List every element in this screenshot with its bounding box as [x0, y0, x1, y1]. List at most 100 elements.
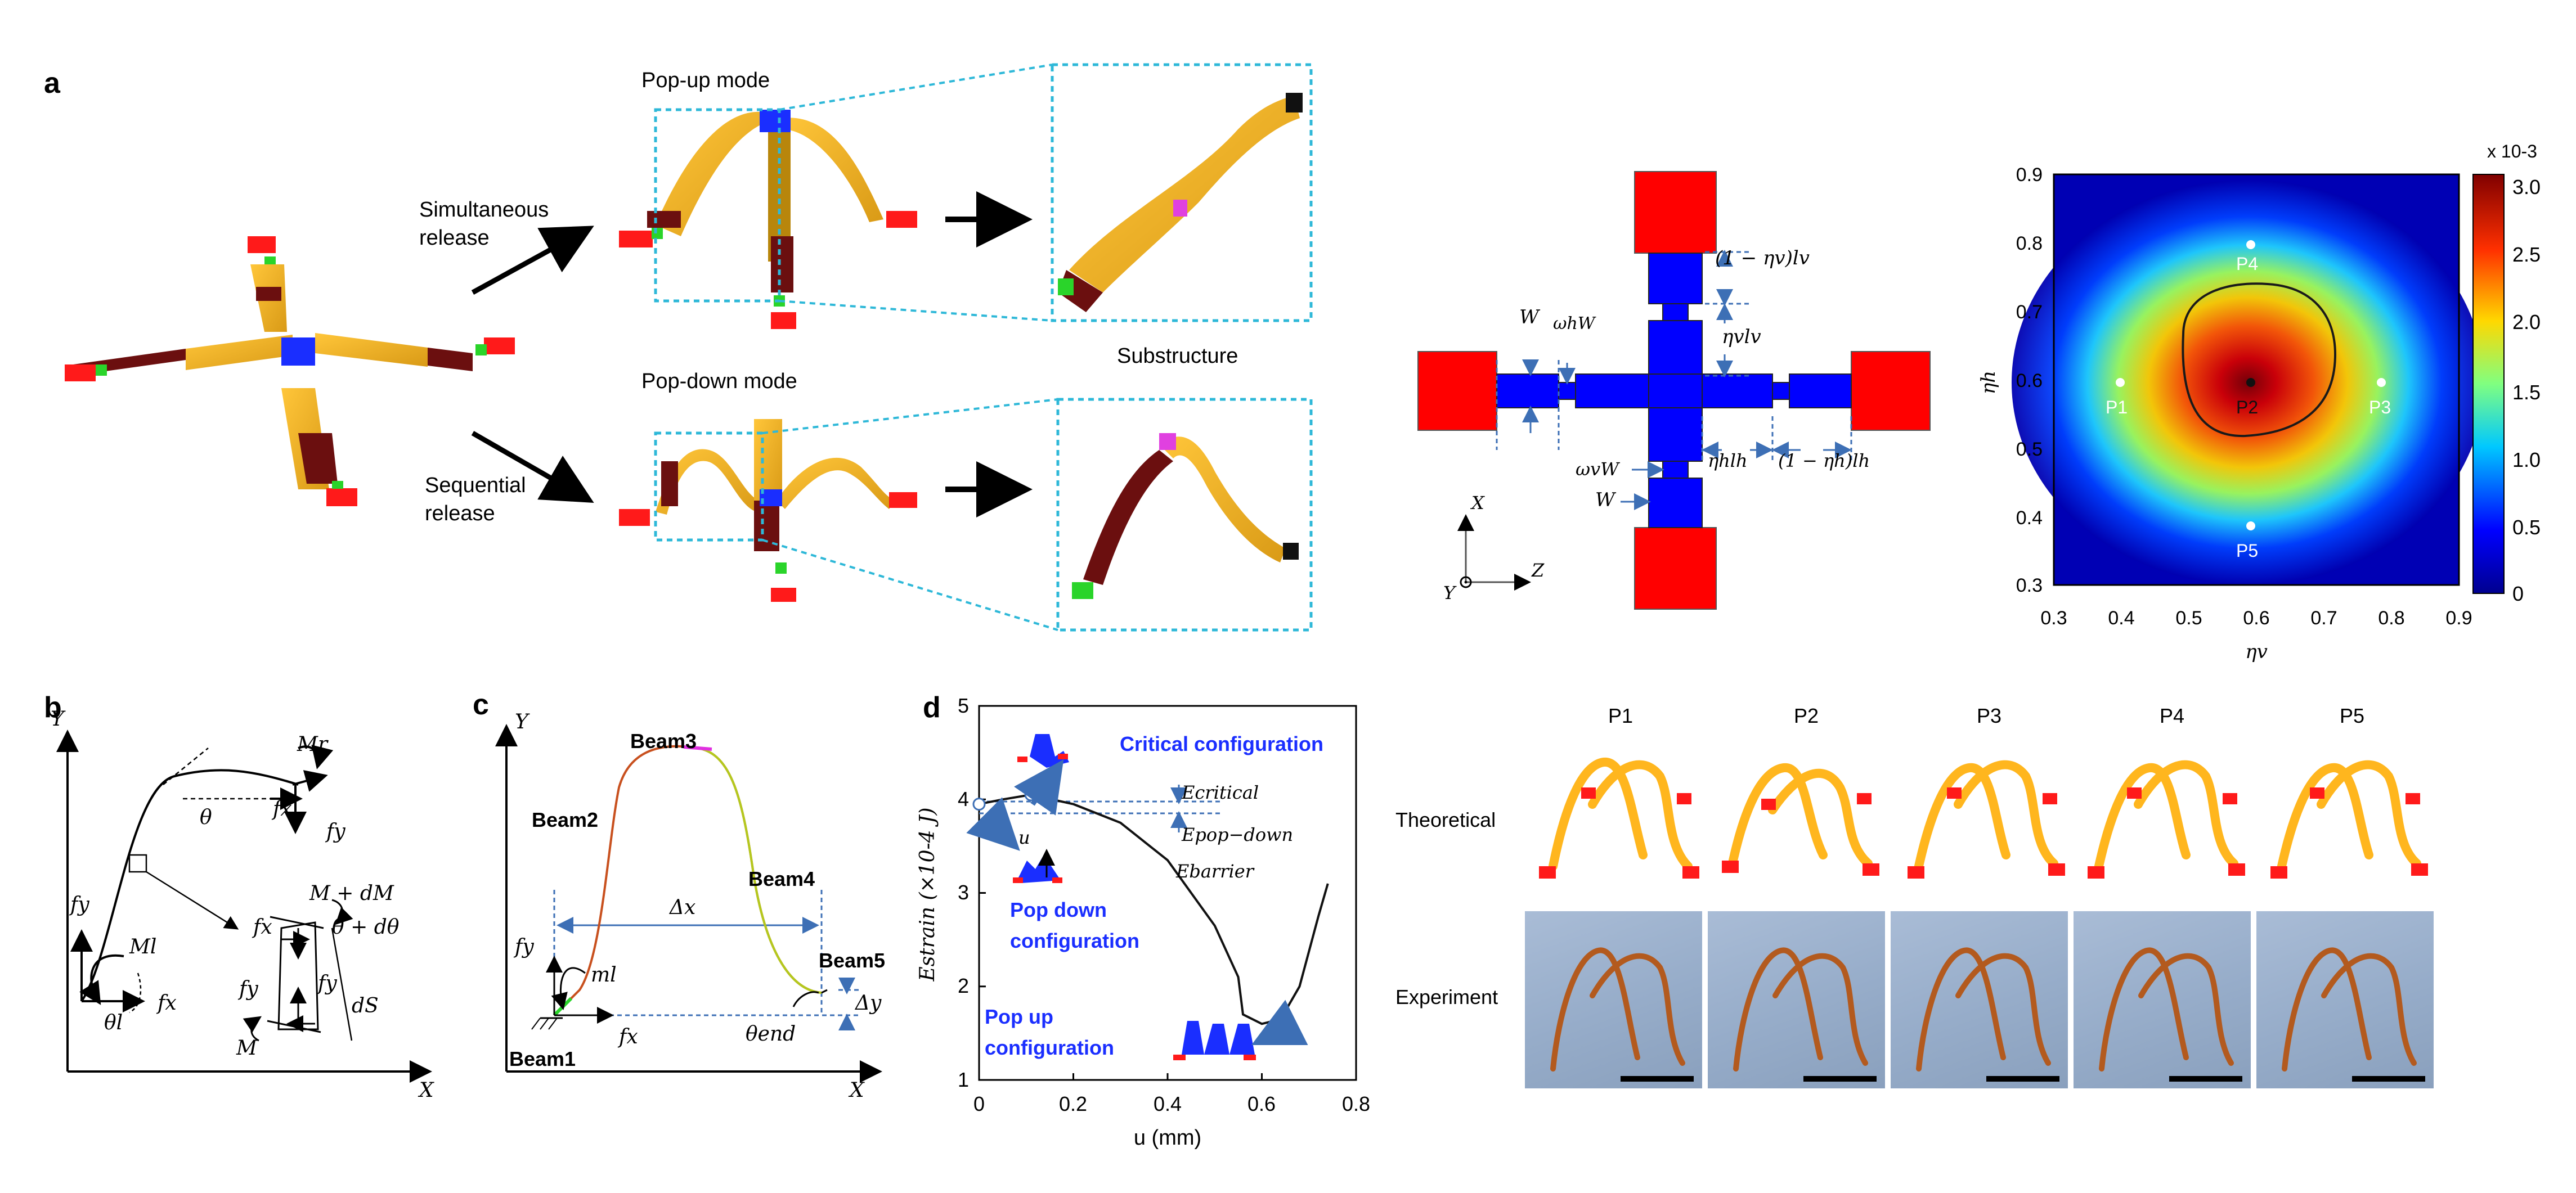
chart-y-tick: 4 [958, 787, 969, 811]
svg-text:Y: Y [515, 710, 530, 733]
svg-text:0.5: 0.5 [2175, 607, 2202, 629]
label-substructure: Substructure [1117, 344, 1238, 368]
svg-text:0.3: 0.3 [2040, 607, 2067, 629]
panel-label-d: d [923, 691, 941, 724]
column-header: P4 [2160, 704, 2184, 727]
chart-y-tick: 2 [958, 974, 969, 997]
svg-text:0.7: 0.7 [2016, 301, 2043, 323]
column-header: P1 [1608, 704, 1633, 727]
svg-text:Mr: Mr [297, 733, 329, 756]
axis-label-Z: Z [1531, 560, 1545, 581]
label-W-top: W [1519, 306, 1541, 328]
svg-text:θ + dθ: θ + dθ [332, 916, 400, 939]
svg-text:0.5: 0.5 [2016, 439, 2043, 460]
svg-text:fx: fx [271, 798, 292, 821]
chart-x-tick: 0.2 [1059, 1092, 1087, 1115]
svg-text:fx: fx [252, 916, 272, 939]
popdown-zoom-box [654, 431, 764, 542]
panel-b-labels: Y X Mr θ fx fy fy Ml fx θl M + dM θ + dθ… [51, 708, 434, 1102]
chart-x-tick: 0.8 [1342, 1092, 1370, 1115]
label-e-barrier: Ebarrier [1175, 861, 1255, 882]
panel-label-b: b [44, 691, 62, 724]
arrow-simultaneous [471, 226, 594, 295]
svg-text:0.4: 0.4 [2108, 607, 2134, 629]
row-label-experiment: Experiment [1395, 985, 1498, 1009]
svg-text:ml: ml [591, 964, 617, 987]
chart-x-tick: 0.6 [1247, 1092, 1276, 1115]
cross-layout-diagram [1417, 171, 1931, 610]
heatmap-y-ticks: 0.9 0.8 0.7 0.6 0.5 0.4 0.3 [2016, 164, 2043, 596]
svg-text:M + dM: M + dM [309, 882, 394, 905]
label-critical-configuration: Critical configuration [1120, 732, 1323, 755]
heatmap-xlabel: ηv [2245, 641, 2268, 663]
svg-text:Beam3: Beam3 [630, 730, 697, 753]
experiment-photo-P2 [1708, 911, 1885, 1088]
popdown-substructure-closeup [1072, 433, 1299, 599]
label-one-minus-eta-h: (1 − ηh)lh [1778, 450, 1870, 471]
label-u: u [1018, 827, 1030, 848]
column-header: P3 [1977, 704, 2001, 727]
svg-text:M: M [236, 1037, 258, 1060]
svg-text:0.5: 0.5 [2512, 516, 2541, 539]
popup-substructure-closeup [1058, 93, 1303, 312]
point-label-P5: P5 [2236, 541, 2258, 561]
panel-label-c: c [473, 688, 489, 721]
column-header: P2 [1794, 704, 1819, 727]
point-label-P2: P2 [2236, 397, 2258, 417]
svg-text:0.6: 0.6 [2016, 370, 2043, 391]
label-one-minus-eta-v: (1 − ηv)lv [1715, 247, 1810, 269]
svg-text:0.6: 0.6 [2243, 607, 2269, 629]
row-label-theoretical: Theoretical [1395, 808, 1496, 831]
svg-text:fy: fy [513, 935, 534, 958]
experiment-photo-P4 [2074, 911, 2251, 1088]
label-W-bottom: W [1595, 489, 1617, 511]
colorbar-scale: x 10-3 [2487, 141, 2537, 161]
svg-text:fy: fy [325, 820, 345, 843]
svg-text:θend: θend [746, 1023, 796, 1046]
panel-c-symbols: Y X Δx Δy ml fx fy θend [513, 710, 882, 1102]
chart-xlabel: u (mm) [1134, 1126, 1201, 1150]
svg-text:Beam1: Beam1 [509, 1047, 576, 1070]
svg-text:fx: fx [156, 992, 177, 1015]
chart-ylabel: Estrain (×10-4 J) [916, 807, 939, 982]
popdown-substructure-box [1056, 398, 1313, 632]
heatmap-plot [2012, 173, 2505, 594]
svg-text:0.7: 0.7 [2310, 607, 2337, 629]
svg-text:Δx: Δx [668, 896, 695, 919]
svg-text:0.8: 0.8 [2016, 233, 2043, 254]
svg-text:Ml: Ml [129, 935, 156, 958]
arrow-sequential [471, 431, 594, 503]
label-popdown-mode: Pop-down mode [641, 370, 797, 393]
theoretical-shapes [1539, 757, 2428, 879]
panel-c-beam-labels: Beam3 Beam2 Beam4 Beam5 Beam1 [509, 730, 885, 1070]
svg-text:θl: θl [104, 1011, 123, 1034]
coordinate-axes-icon [1457, 514, 1531, 591]
svg-text:2.0: 2.0 [2512, 310, 2541, 334]
chart-y-tick: 1 [958, 1068, 969, 1091]
label-e-popdown: Epop−down [1181, 824, 1293, 845]
svg-text:0.3: 0.3 [2016, 575, 2043, 596]
chart-config-icons [966, 734, 1308, 1060]
svg-text:X: X [848, 1079, 865, 1102]
chart-y-tick: 3 [958, 881, 969, 904]
axis-label-Y: Y [1443, 582, 1457, 604]
axis-label-X: X [1470, 492, 1485, 514]
label-eta-v-lv: ηvlv [1722, 326, 1761, 348]
point-label-P1: P1 [2106, 397, 2128, 417]
svg-text:Beam4: Beam4 [748, 867, 815, 890]
experiment-photo-P3 [1891, 911, 2068, 1088]
svg-text:Y: Y [51, 708, 66, 731]
experiment-photo-P5 [2256, 911, 2434, 1088]
column-header: P5 [2340, 704, 2364, 727]
svg-text:fy: fy [69, 893, 89, 916]
chart-y-ticks: 5 4 3 2 1 [958, 694, 969, 1091]
svg-text:X: X [418, 1079, 434, 1102]
label-omega-v-W: ωvW [1576, 458, 1621, 480]
chart-y-tick: 5 [958, 694, 969, 717]
heatmap-ylabel: ηh [1977, 371, 2000, 394]
panel-label-a: a [44, 67, 61, 100]
svg-text:0.4: 0.4 [2016, 507, 2043, 529]
